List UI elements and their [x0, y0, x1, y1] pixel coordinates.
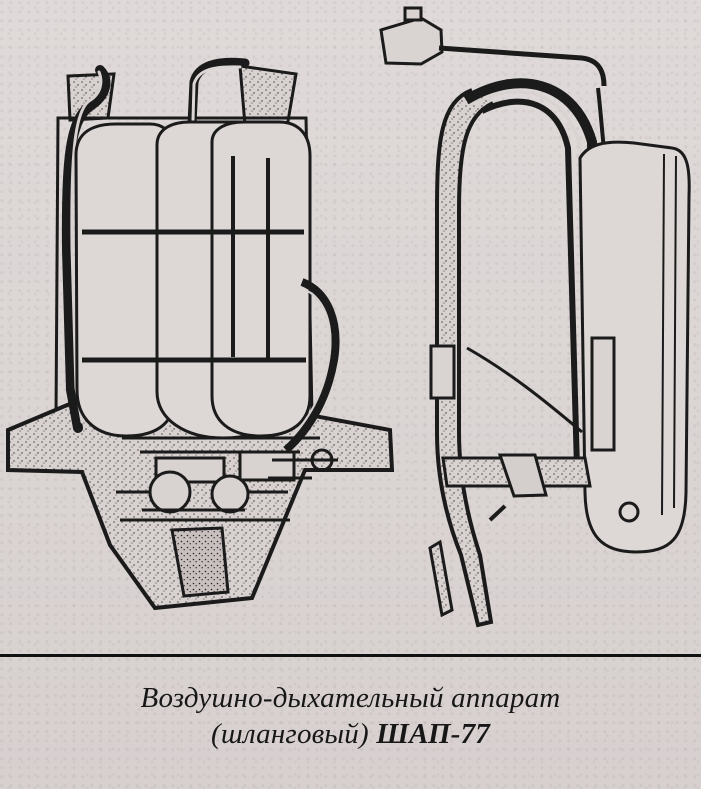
caption-divider: [0, 654, 701, 657]
side-valve-left: [429, 344, 456, 400]
side-hose-curve-outer: [463, 78, 605, 471]
regulator-cap: [403, 6, 423, 22]
figure-caption: Воздушно-дыхательный аппарат (шланговый)…: [0, 680, 701, 752]
breathing-apparatus-illustration: [6, 6, 691, 628]
side-cylinder-edge: [661, 153, 665, 516]
side-hose-front-inner: [285, 289, 332, 442]
side-cylinder-port: [618, 501, 640, 523]
front-view-apparatus: [6, 57, 395, 611]
caption-line-2-prefix: (шланговый): [211, 718, 369, 750]
top-hose-connection-highlight: [191, 65, 242, 122]
side-cylinder-edge-2: [673, 155, 677, 509]
side-hose-curve-inner: [473, 90, 591, 469]
left-hose-highlight: [70, 70, 103, 424]
cylinder-right: [210, 120, 312, 438]
front-bottom-support: [170, 526, 230, 598]
side-main-back-frame: [435, 88, 494, 628]
side-buckle: [497, 453, 548, 498]
side-hose-curve-center: [480, 98, 580, 469]
side-view-apparatus: [379, 6, 691, 628]
side-valve-lower: [590, 336, 616, 452]
regulator-hose-down: [596, 87, 606, 151]
side-lower-tip: [428, 539, 454, 618]
caption-model-code: ШАП-77: [376, 718, 490, 750]
side-strap: [466, 346, 583, 434]
top-hose-connection: [187, 57, 250, 129]
valve-assembly: [116, 436, 338, 522]
side-hose-front: [283, 278, 340, 453]
side-lever: [488, 504, 507, 522]
caption-line-2: (шланговый) ШАП-77: [0, 716, 701, 752]
caption-line-1: Воздушно-дыхательный аппарат: [140, 682, 561, 714]
regulator-top: [379, 16, 444, 66]
regulator-hose-top: [438, 45, 607, 87]
